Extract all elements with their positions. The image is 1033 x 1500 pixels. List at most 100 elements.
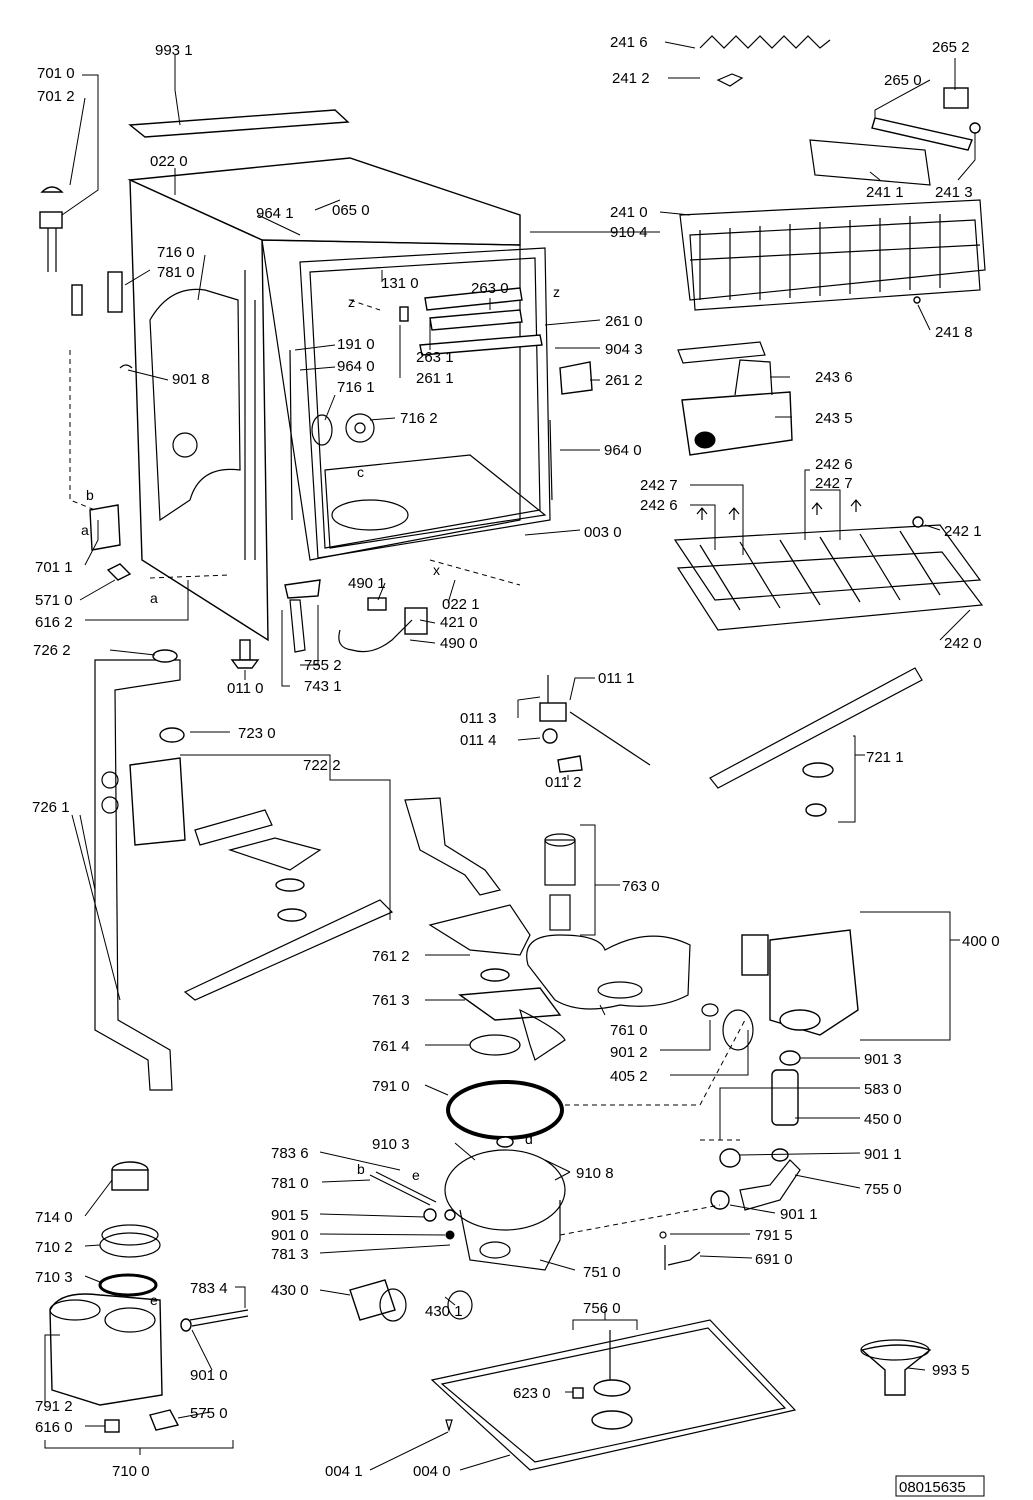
label-242-6-left: 242 6 xyxy=(640,497,678,514)
label-726-1: 726 1 xyxy=(32,799,70,816)
label-714-0: 714 0 xyxy=(35,1209,73,1226)
label-571-0: 571 0 xyxy=(35,592,73,609)
label-761-0: 761 0 xyxy=(610,1022,648,1039)
label-490-0: 490 0 xyxy=(440,635,478,652)
ref-letter-z-left: z xyxy=(348,294,355,310)
label-003-0: 003 0 xyxy=(584,524,622,541)
label-623-0: 623 0 xyxy=(513,1385,551,1402)
label-901-0-salt: 901 0 xyxy=(190,1367,228,1384)
label-261-2: 261 2 xyxy=(605,372,643,389)
label-004-0: 004 0 xyxy=(413,1463,451,1480)
label-450-0: 450 0 xyxy=(864,1111,902,1128)
label-265-0: 265 0 xyxy=(884,72,922,89)
label-781-3: 781 3 xyxy=(271,1246,309,1263)
label-011-1: 011 1 xyxy=(598,670,634,687)
label-616-0: 616 0 xyxy=(35,1419,73,1436)
label-783-4: 783 4 xyxy=(190,1280,228,1297)
label-901-1-right: 901 1 xyxy=(864,1146,902,1163)
label-616-2: 616 2 xyxy=(35,614,73,631)
label-710-3: 710 3 xyxy=(35,1269,73,1286)
label-910-4: 910 4 xyxy=(610,224,648,241)
ref-letter-e-sump: e xyxy=(412,1167,420,1183)
ref-letter-d: d xyxy=(525,1131,533,1147)
label-243-6: 243 6 xyxy=(815,369,853,386)
base-tray-drawing xyxy=(430,1319,797,1471)
label-910-3: 910 3 xyxy=(372,1136,410,1153)
label-901-3: 901 3 xyxy=(864,1051,902,1068)
label-701-2: 701 2 xyxy=(37,88,75,105)
reference-letters: z z c b a a x b e d e xyxy=(81,284,560,1308)
label-904-3: 904 3 xyxy=(605,341,643,358)
label-901-0-sump: 901 0 xyxy=(271,1227,309,1244)
label-751-0: 751 0 xyxy=(583,1264,621,1281)
label-022-0: 022 0 xyxy=(150,153,188,170)
drawing-code: 08015635 xyxy=(899,1479,966,1496)
label-901-1-mid: 901 1 xyxy=(780,1206,818,1223)
ref-letter-x: x xyxy=(433,562,440,578)
part-labels: 993 1 701 0 701 2 022 0 964 1 065 0 716 … xyxy=(32,34,1000,1480)
label-756-0: 756 0 xyxy=(583,1300,621,1317)
label-241-6: 241 6 xyxy=(610,34,648,51)
label-901-2: 901 2 xyxy=(610,1044,648,1061)
label-761-2: 761 2 xyxy=(372,948,410,965)
label-242-0: 242 0 xyxy=(944,635,982,652)
label-743-1: 743 1 xyxy=(304,678,342,695)
label-791-5: 791 5 xyxy=(755,1227,793,1244)
label-011-3: 011 3 xyxy=(460,710,496,727)
label-575-0: 575 0 xyxy=(190,1405,228,1422)
spray-circulation-drawing xyxy=(94,649,923,1322)
label-241-3: 241 3 xyxy=(935,184,973,201)
label-723-0: 723 0 xyxy=(238,725,276,742)
label-783-6: 783 6 xyxy=(271,1145,309,1162)
label-011-2: 011 2 xyxy=(545,774,581,791)
label-964-0-left: 964 0 xyxy=(337,358,375,375)
label-405-2: 405 2 xyxy=(610,1068,648,1085)
label-755-2: 755 2 xyxy=(304,657,342,674)
label-791-0: 791 0 xyxy=(372,1078,410,1095)
label-691-0: 691 0 xyxy=(755,1251,793,1268)
label-011-4: 011 4 xyxy=(460,732,496,749)
leader-lines xyxy=(44,41,976,1471)
label-242-1: 242 1 xyxy=(944,523,982,540)
label-191-0: 191 0 xyxy=(337,336,375,353)
ref-letter-e-salt: e xyxy=(150,1292,158,1308)
label-910-8: 910 8 xyxy=(576,1165,614,1182)
label-004-1: 004 1 xyxy=(325,1463,363,1480)
label-430-1: 430 1 xyxy=(425,1303,463,1320)
salt-container-drawing xyxy=(49,1161,932,1433)
ref-letter-c: c xyxy=(357,464,364,480)
drawing-code-box: 08015635 xyxy=(895,1475,985,1497)
label-964-1: 964 1 xyxy=(256,205,294,222)
label-721-1: 721 1 xyxy=(866,749,904,766)
label-243-5: 243 5 xyxy=(815,410,853,427)
label-993-5: 993 5 xyxy=(932,1362,970,1379)
label-710-2: 710 2 xyxy=(35,1239,73,1256)
label-263-1: 263 1 xyxy=(416,349,454,366)
label-421-0: 421 0 xyxy=(440,614,478,631)
label-242-7-left: 242 7 xyxy=(640,477,678,494)
label-583-0: 583 0 xyxy=(864,1081,902,1098)
label-242-7-right: 242 7 xyxy=(815,475,853,492)
label-761-3: 761 3 xyxy=(372,992,410,1009)
ref-letter-b-sump: b xyxy=(357,1161,365,1177)
label-716-0: 716 0 xyxy=(157,244,195,261)
label-791-2: 791 2 xyxy=(35,1398,73,1415)
label-022-1: 022 1 xyxy=(442,596,480,613)
label-781-0-top: 781 0 xyxy=(157,264,195,281)
label-263-0: 263 0 xyxy=(471,280,509,297)
upper-basket-drawing xyxy=(673,35,986,631)
label-242-6-right: 242 6 xyxy=(815,456,853,473)
label-261-1: 261 1 xyxy=(416,370,454,387)
label-716-2: 716 2 xyxy=(400,410,438,427)
label-241-2: 241 2 xyxy=(612,70,650,87)
label-726-2: 726 2 xyxy=(33,642,71,659)
label-241-0: 241 0 xyxy=(610,204,648,221)
label-490-1: 490 1 xyxy=(348,575,386,592)
label-430-0: 430 0 xyxy=(271,1282,309,1299)
ref-letter-a-left: a xyxy=(81,522,89,538)
label-065-0: 065 0 xyxy=(332,202,370,219)
label-241-8: 241 8 xyxy=(935,324,973,341)
ref-letter-b-top: b xyxy=(86,487,94,503)
label-400-0: 400 0 xyxy=(962,933,1000,950)
